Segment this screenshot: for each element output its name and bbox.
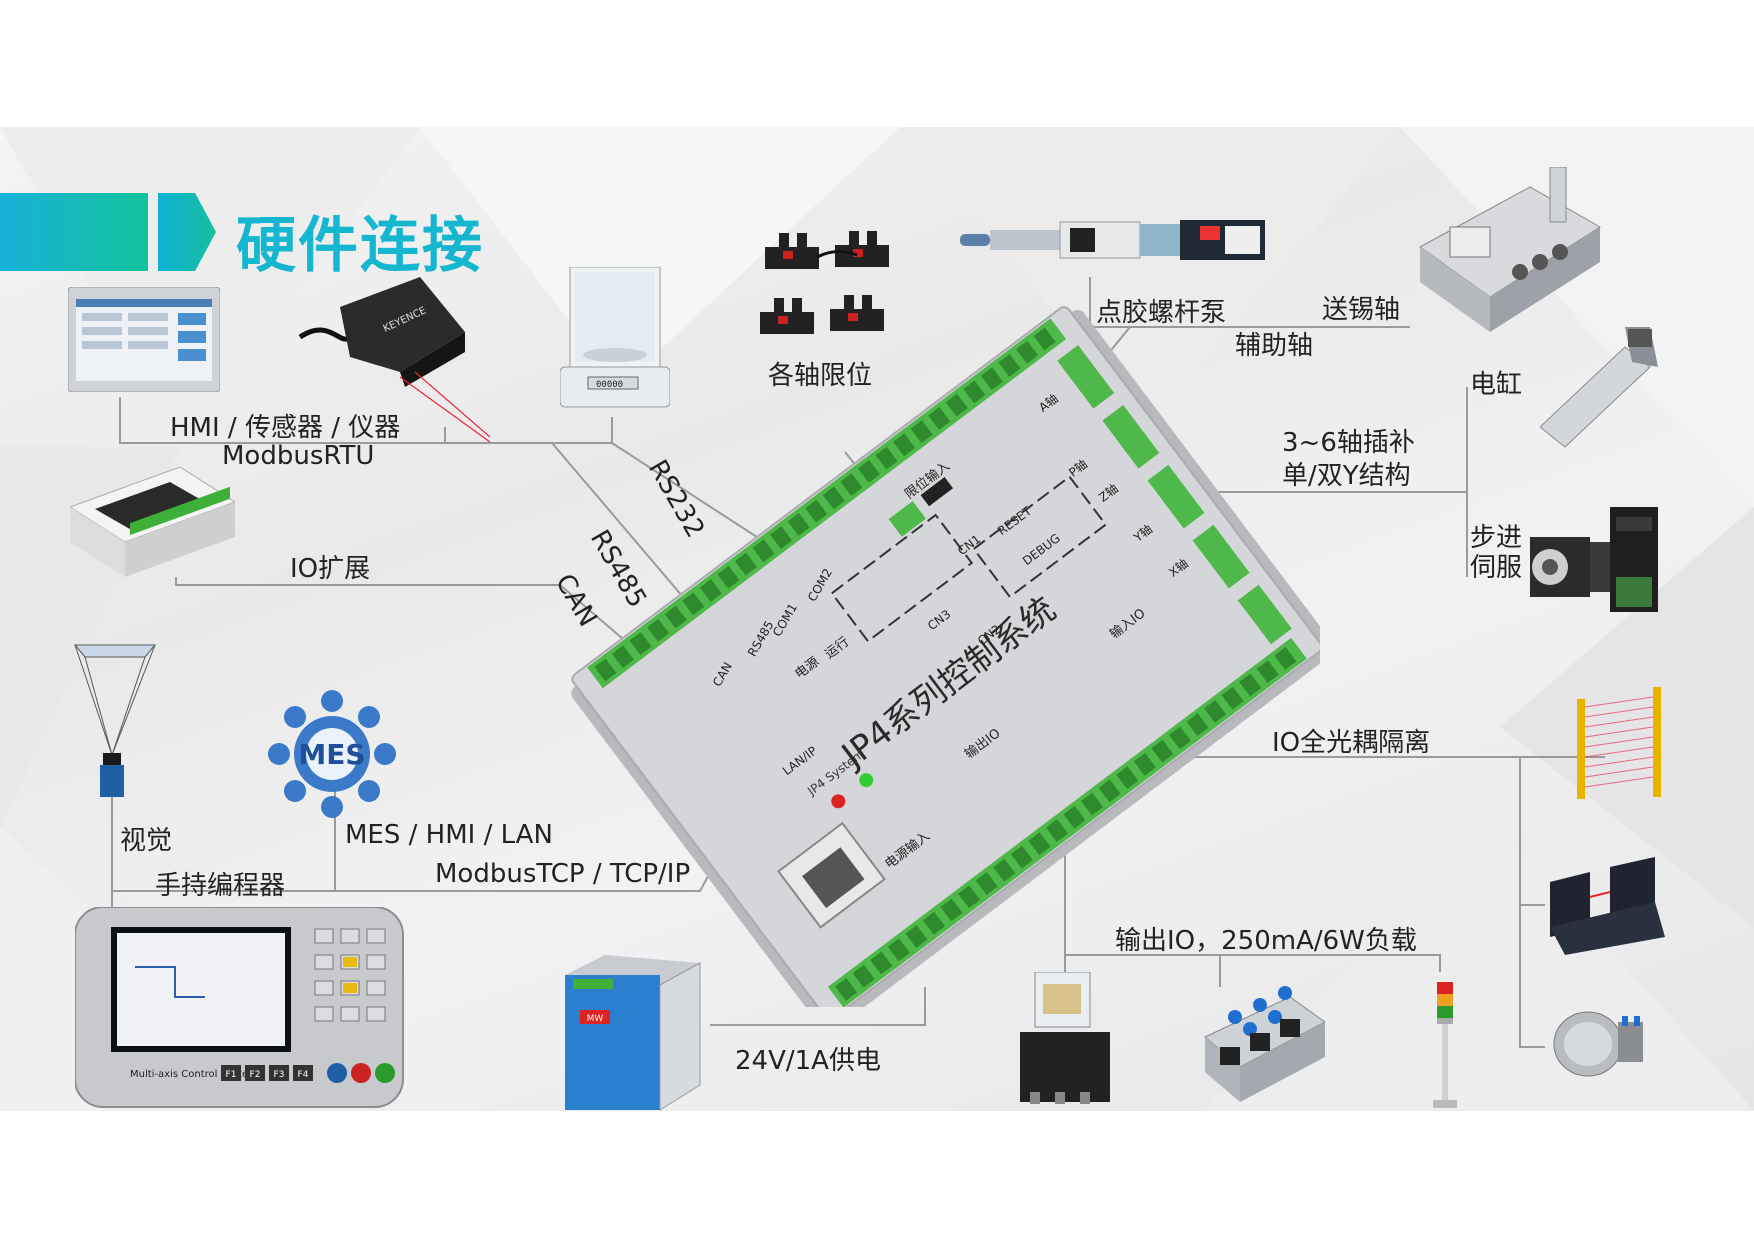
scale-device: 00000 xyxy=(560,267,670,408)
slot-sensor xyxy=(1550,857,1665,955)
label-mes-hmi-lan: MES / HMI / LAN xyxy=(345,820,553,850)
label-limit: 各轴限位 xyxy=(768,361,873,391)
label-stepper-1: 步进 xyxy=(1470,523,1523,553)
label-stepper-2: 伺服 xyxy=(1470,553,1523,583)
label-io-iso: IO全光耦隔离 xyxy=(1272,728,1431,758)
svg-text:F3: F3 xyxy=(274,1070,285,1080)
line-power xyxy=(710,987,926,1026)
label-handheld: 手持编程器 xyxy=(155,871,286,901)
electric-cylinder xyxy=(1540,327,1658,448)
handheld-fkeys: F1 F2 F3 F4 xyxy=(221,1065,313,1081)
solenoid-valves xyxy=(1204,986,1326,1102)
mes-label: MES xyxy=(298,738,365,771)
label-modbus-tcp: ModbusTCP / TCP/IP xyxy=(435,859,691,889)
limit-switches xyxy=(760,231,889,334)
label-cylinder: 电缸 xyxy=(1470,370,1523,400)
laser-sensor: KEYENCE xyxy=(298,277,490,443)
mes-gear: MES xyxy=(268,690,396,818)
power-led xyxy=(831,794,846,809)
debug-port xyxy=(920,477,953,507)
handheld-programmer: Multi-axis Control System F1 F2 F3 F4 xyxy=(75,907,404,1108)
io-expansion-module xyxy=(70,467,235,577)
label-io-expand: IO扩展 xyxy=(290,554,371,584)
stack-light xyxy=(1433,982,1457,1108)
psu-brand: MW xyxy=(587,1014,604,1024)
handheld-brand: Multi-axis Control System xyxy=(130,1069,258,1080)
bottom-terminal-row xyxy=(827,637,1307,1007)
power-supply: MW xyxy=(565,955,701,1111)
label-interp-1: 3~6轴插补 xyxy=(1282,428,1415,458)
light-curtain xyxy=(1577,687,1661,799)
label-power: 24V/1A供电 xyxy=(735,1046,881,1076)
label-tin-axis: 送锡轴 xyxy=(1322,295,1401,325)
label-dispense-pump: 点胶螺杆泵 xyxy=(1096,298,1227,328)
line-io-expand xyxy=(175,577,666,676)
tin-feeder xyxy=(1419,167,1601,332)
run-led xyxy=(859,773,874,788)
label-modbus-rtu: ModbusRTU xyxy=(222,441,375,471)
cn1-terminal xyxy=(888,501,926,537)
page-title: 硬件连接 xyxy=(236,211,484,281)
dispense-pump xyxy=(960,220,1265,260)
label-output-io: 输出IO，250mA/6W负载 xyxy=(1115,926,1417,956)
title-bar xyxy=(0,193,148,271)
vision-camera xyxy=(73,644,157,797)
line-output-io xyxy=(1064,847,1441,972)
start-button xyxy=(1553,1011,1643,1077)
svg-text:F2: F2 xyxy=(250,1070,261,1080)
label-hmi-sensor: HMI / 传感器 / 仪器 xyxy=(170,413,401,443)
label-interp-2: 单/双Y结构 xyxy=(1282,461,1411,491)
hmi-device xyxy=(68,287,220,392)
scale-display: 00000 xyxy=(596,380,623,390)
cn2-box xyxy=(972,475,1108,599)
axis-terminals xyxy=(1057,345,1292,645)
label-aux-axis: 辅助轴 xyxy=(1235,331,1314,361)
svg-text:F4: F4 xyxy=(298,1070,309,1080)
line-rs232 xyxy=(611,442,781,553)
svg-text:F1: F1 xyxy=(226,1070,237,1080)
line-rs485 xyxy=(551,442,701,618)
cn3-box xyxy=(830,513,974,643)
line-hmi xyxy=(119,397,612,444)
top-terminal-row xyxy=(587,318,1067,689)
relay xyxy=(1020,972,1110,1104)
label-vision: 视觉 xyxy=(120,826,173,856)
hardware-connection-diagram: 硬件连接 xyxy=(0,127,1754,1111)
jp4-controller xyxy=(571,306,1320,1007)
servo-set xyxy=(1530,507,1658,612)
